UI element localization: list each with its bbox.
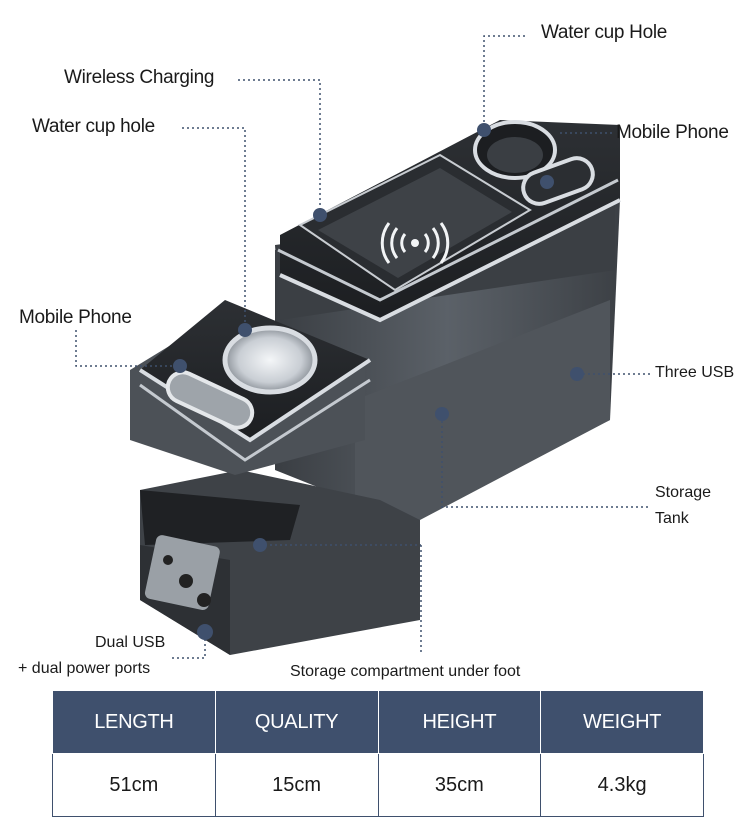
label-water-cup-hole-top: Water cup Hole	[541, 22, 668, 43]
power-port-1	[179, 574, 193, 588]
marker-storage	[435, 407, 449, 421]
spec-value-quality: 15cm	[214, 753, 379, 817]
spec-value-row: 51cm 15cm 35cm 4.3kg	[52, 753, 704, 817]
marker-top-cup	[477, 123, 491, 137]
marker-wireless	[313, 208, 327, 222]
marker-front-cup	[238, 323, 252, 337]
label-dual-usb-2: + dual power ports	[18, 660, 151, 677]
marker-front-phone	[173, 359, 187, 373]
spec-table: LENGTH QUALITY HEIGHT WEIGHT 51cm 15cm 3…	[52, 690, 704, 817]
label-mobile-phone-left: Mobile Phone	[19, 307, 132, 328]
label-dual-usb-1: Dual USB	[95, 634, 166, 651]
label-storage-under-foot: Storage compartment under foot	[290, 663, 521, 680]
top-phone-slot	[521, 156, 595, 206]
spec-header-height: HEIGHT	[377, 690, 542, 754]
front-phone-slot	[165, 370, 255, 430]
foot-storage-opening	[140, 490, 300, 545]
label-wireless-charging: Wireless Charging	[64, 67, 215, 88]
spec-header-quality: QUALITY	[214, 690, 379, 754]
port-plate	[144, 535, 220, 611]
label-three-usb: Three USB	[655, 364, 735, 381]
spec-header-weight: WEIGHT	[540, 690, 704, 754]
marker-top-phone	[540, 175, 554, 189]
label-storage-tank-2: Tank	[655, 510, 689, 527]
spec-header-row: LENGTH QUALITY HEIGHT WEIGHT	[52, 690, 704, 754]
callout-lines	[75, 35, 650, 659]
front-slant-panel	[355, 300, 610, 520]
spec-value-length: 51cm	[52, 753, 216, 817]
wireless-charging-icon	[380, 222, 450, 264]
spec-value-weight: 4.3kg	[540, 753, 704, 817]
marker-dual-usb	[197, 624, 213, 640]
marker-under-foot	[253, 538, 267, 552]
label-water-cup-hole-left: Water cup hole	[32, 116, 155, 137]
spec-value-height: 35cm	[377, 753, 542, 817]
spec-header-length: LENGTH	[52, 690, 216, 754]
front-cup-hole	[222, 325, 318, 395]
usb-port	[163, 555, 173, 565]
label-storage-tank-1: Storage	[655, 484, 712, 501]
marker-three-usb	[570, 367, 584, 381]
armrest-illustration	[130, 120, 621, 655]
label-mobile-phone-right: Mobile Phone	[616, 122, 729, 143]
power-port-2	[197, 593, 211, 607]
